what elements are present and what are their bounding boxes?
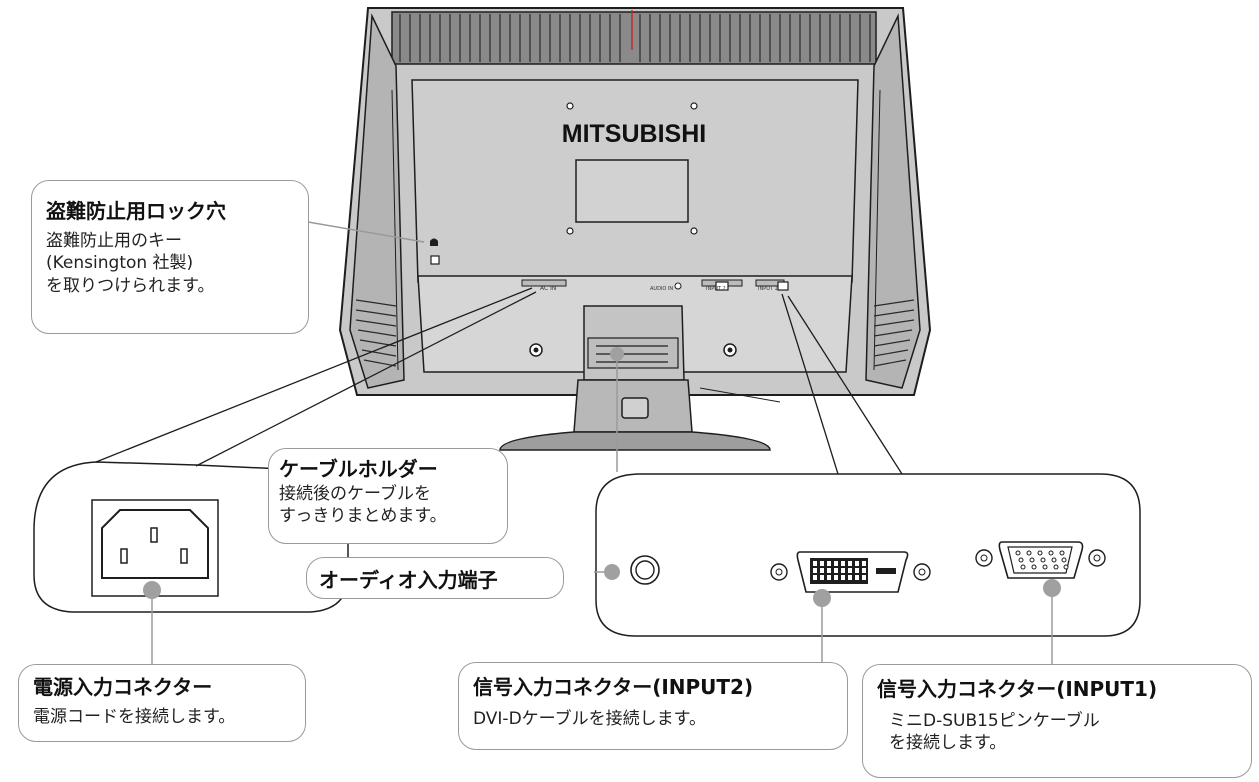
- callout-signal-input2: 信号入力コネクター(INPUT2) DVI-Dケーブルを接続します。: [458, 662, 848, 750]
- callout-power-connector: 電源入力コネクター 電源コードを接続します。: [18, 664, 306, 742]
- cable-holder-desc-line: 接続後のケーブルを: [279, 484, 431, 504]
- leader-lines: [151, 221, 1053, 666]
- audio-in-label: AUDIO IN: [650, 286, 673, 292]
- callout-security-lock: 盗難防止用ロック穴 盗難防止用のキー (Kensington 社製) を取りつけ…: [31, 180, 309, 334]
- security-lock-desc-line: (Kensington 社製): [46, 253, 194, 274]
- security-lock-desc-line: 盗難防止用のキー: [46, 231, 182, 251]
- security-lock-desc-line: を取りつけられます。: [46, 275, 215, 296]
- callout-audio-input: オーディオ入力端子: [306, 557, 564, 599]
- signal-input1-desc-line: を接続します。: [889, 733, 1007, 754]
- signal-input1-title: 信号入力コネクター(INPUT1): [877, 677, 1158, 701]
- audio-input-title: オーディオ入力端子: [319, 568, 498, 592]
- monitor-rear: [338, 7, 932, 451]
- input2-label: INPUT 2: [706, 286, 726, 292]
- power-connector-desc-line: 電源コードを接続します。: [33, 707, 236, 727]
- indicator-dots: [143, 347, 1061, 607]
- input1-label: INPUT 1: [758, 286, 778, 292]
- signal-input2-title: 信号入力コネクター(INPUT2): [473, 675, 754, 699]
- power-connector-title: 電源入力コネクター: [33, 675, 213, 699]
- cable-holder-title: ケーブルホルダー: [279, 457, 438, 481]
- signal-input2-desc-line: DVI-Dケーブルを接続します。: [473, 709, 706, 729]
- signal-input1-desc-line: ミニD-SUB15ピンケーブル: [889, 711, 1100, 731]
- dvi-connector-illustration: [770, 551, 931, 593]
- callout-cable-holder: ケーブルホルダー 接続後のケーブルを すっきりまとめます。: [268, 448, 508, 544]
- power-connector-illustration: [91, 499, 219, 597]
- security-lock-title: 盗難防止用ロック穴: [46, 199, 226, 223]
- audio-jack-illustration: [630, 555, 660, 585]
- ac-in-label: AC IN: [540, 285, 556, 292]
- callout-signal-input1: 信号入力コネクター(INPUT1) ミニD-SUB15ピンケーブル を接続します…: [862, 664, 1252, 778]
- vga-connector-illustration: [975, 541, 1106, 579]
- cable-holder-desc-line: すっきりまとめます。: [279, 506, 447, 527]
- brand-logo: MITSUBISHI: [562, 120, 706, 148]
